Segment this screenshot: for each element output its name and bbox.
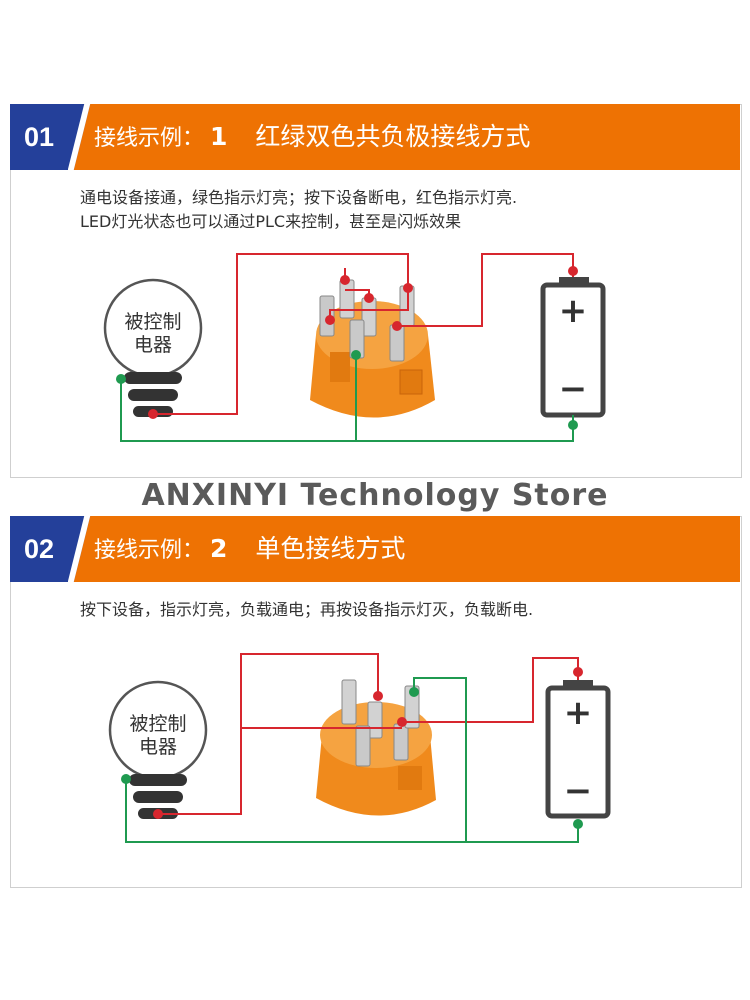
light-bulb-icon	[108, 680, 208, 819]
section1-wiring-diagram: 被控制 电器 + −	[103, 253, 606, 442]
section1-dot	[116, 374, 126, 384]
section1-dot	[568, 420, 578, 430]
section1-dot	[340, 275, 350, 285]
section1-red-wire-load	[153, 253, 409, 415]
battery-icon	[540, 277, 606, 418]
section1-title-text: 红绿双色共负极接线方式	[255, 122, 531, 151]
section2-index: 2	[210, 534, 228, 563]
section1-desc-line1: 通电设备接通，绿色指示灯亮；按下设备断电，红色指示灯亮.	[80, 188, 518, 207]
section2-green-wire-negative	[125, 779, 579, 843]
section2-red-wire-positive	[402, 657, 579, 723]
section2-battery-plus: +	[564, 693, 593, 733]
section2-title-text: 单色接线方式	[255, 534, 406, 563]
light-bulb-icon	[103, 278, 203, 417]
section2-dot	[409, 687, 419, 697]
section1-number: 01	[10, 104, 68, 170]
section1-battery-plus: +	[559, 291, 588, 331]
section2-bulb-label-2: 电器	[139, 736, 177, 758]
section2-desc-line1: 按下设备，指示灯亮，负载通电；再按设备指示灯灭，负载断电.	[80, 600, 534, 619]
section1-dot	[364, 293, 374, 303]
section1-dot	[351, 350, 361, 360]
section2-wiring-diagram: 被控制 电器 + −	[108, 653, 611, 843]
section2-number: 02	[10, 516, 68, 582]
section1-bulb-label-1: 被控制	[124, 311, 181, 333]
section1-dot	[403, 283, 413, 293]
section1-header: 01 接线示例：1 红绿双色共负极接线方式	[10, 104, 740, 170]
section2-green-wire-led	[413, 677, 467, 842]
section2-bulb-label-1: 被控制	[129, 713, 186, 735]
push-switch-icon	[310, 279, 435, 418]
section1-red-wire-positive	[397, 253, 574, 327]
section2-dot	[373, 691, 383, 701]
section1-label: 接线示例：	[94, 126, 205, 151]
section2-dot	[397, 717, 407, 727]
section2-dot	[121, 774, 131, 784]
section2-red-wire-load	[158, 653, 379, 815]
section1-description: 通电设备接通，绿色指示灯亮；按下设备断电，红色指示灯亮. LED灯光状态也可以通…	[80, 186, 517, 234]
section1-dot	[148, 409, 158, 419]
battery-icon	[545, 680, 611, 819]
section1-dot	[325, 315, 335, 325]
section2-battery-minus: −	[564, 771, 593, 811]
section2-title: 接线示例：2 单色接线方式	[94, 516, 405, 582]
section1-bulb-label-2: 电器	[134, 334, 172, 356]
section1-battery-minus: −	[559, 369, 588, 409]
section1-dot	[392, 321, 402, 331]
section1-dot	[568, 266, 578, 276]
section1-index: 1	[210, 122, 228, 151]
section2-dot	[573, 667, 583, 677]
section2-dot	[153, 809, 163, 819]
section2-header: 02 接线示例：2 单色接线方式	[10, 516, 740, 582]
store-watermark: ANXINYI Technology Store	[141, 478, 609, 513]
section2-dot	[573, 819, 583, 829]
section2-description: 按下设备，指示灯亮，负载通电；再按设备指示灯灭，负载断电.	[80, 598, 533, 622]
section2-label: 接线示例：	[94, 538, 205, 563]
section1-desc-line2: LED灯光状态也可以通过PLC来控制，甚至是闪烁效果	[80, 212, 462, 231]
section1-title: 接线示例：1 红绿双色共负极接线方式	[94, 104, 530, 170]
